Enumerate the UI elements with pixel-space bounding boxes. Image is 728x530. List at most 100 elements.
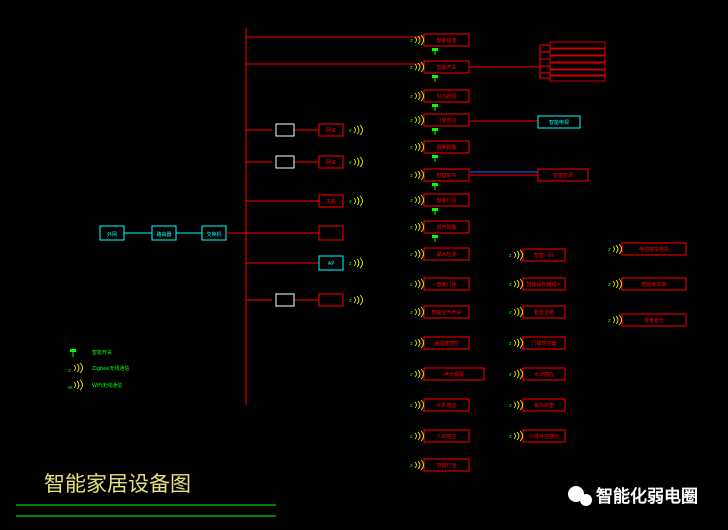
zigbee-icon: z: [608, 243, 622, 255]
column-a-box: [423, 60, 470, 74]
zigbee-icon: z: [410, 141, 424, 153]
zigbee-icon: z: [410, 368, 424, 380]
device-label: 智能窗帘: [436, 172, 456, 179]
zigbee-waves: [414, 430, 424, 442]
zigbee-letter: z: [349, 261, 352, 267]
device-label: 智能空气开关: [431, 309, 461, 316]
zigbee-icon: z: [509, 306, 523, 318]
ap-box: [318, 255, 344, 271]
zigbee-letter: z: [509, 253, 512, 259]
column-a-box: [423, 220, 470, 234]
zigbee-waves: [414, 368, 424, 380]
device-label: 智能开关: [436, 64, 456, 71]
zigbee-waves: [414, 114, 424, 126]
zigbee-letter: z: [349, 199, 352, 205]
zigbee-waves: [414, 34, 424, 46]
zigbee-icon: z: [349, 294, 363, 306]
plug-head: [432, 75, 438, 78]
zigbee-icon: z: [410, 399, 424, 411]
zigbee-waves: [414, 194, 424, 206]
column-a-box: [423, 429, 470, 443]
column-a-box: [423, 113, 470, 127]
zigbee-letter: z: [410, 198, 413, 204]
zigbee-icon: z: [509, 249, 523, 261]
sub-device-box: [549, 69, 606, 77]
zigbee-waves: [513, 337, 523, 349]
device-label: 智能插座: [436, 37, 456, 44]
zigbee-letter: z: [410, 173, 413, 179]
plug-icon: [432, 104, 438, 111]
zigbee-icon: z: [410, 306, 424, 318]
zigbee-waves: [414, 90, 424, 102]
zigbee-letter: z: [509, 341, 512, 347]
device-label: 智能门锁: [436, 281, 456, 288]
device-label: 水浸感应: [534, 371, 554, 378]
gateway-box: [318, 123, 344, 137]
plug-icon: [432, 183, 438, 190]
device-label: 门窗感应: [436, 117, 456, 124]
zigbee-letter: z: [349, 128, 352, 134]
zigbee-waves: [414, 221, 424, 233]
column-a-box: [423, 33, 470, 47]
zigbee-waves: [353, 257, 363, 269]
column-b-box: [522, 277, 566, 291]
zigbee-letter: z: [410, 310, 413, 316]
boxes: 智能插座智能开关SOS按钮门窗感应烟雾报警智能窗帘智能灯具燃气报警漏水检测智能门…: [275, 33, 687, 472]
gateway-panel: [275, 123, 295, 137]
network-chain: 外网 路由器 交换机: [99, 225, 246, 241]
zigbee-letter: z: [349, 160, 352, 166]
zigbee-icon: z: [410, 278, 424, 290]
zigbee-icon: z: [410, 169, 424, 181]
column-b-box: [522, 248, 566, 262]
plug-icon: [432, 235, 438, 242]
device-label: AP: [328, 261, 334, 267]
zigbee-waves: [513, 430, 523, 442]
legend: 智能开关 z Zigbee无线通信 w WiFi无线通信: [68, 349, 129, 391]
zigbee-icon: z: [349, 195, 363, 207]
plug-icon: [432, 208, 438, 215]
plug-head: [432, 208, 438, 211]
device-label: 人体感应: [436, 433, 456, 440]
zigbee-letter: z: [410, 225, 413, 231]
column-a-box: [423, 277, 470, 291]
zigbee-letter: z: [509, 310, 512, 316]
device-label: SOS按钮: [436, 93, 456, 100]
sub-device-box: [549, 74, 606, 82]
zigbee-waves: [414, 459, 424, 471]
column-b-box: [522, 398, 566, 412]
plug-icon: [432, 155, 438, 162]
zigbee-letter: z: [410, 403, 413, 409]
column-a-box: [423, 168, 470, 182]
zigbee-waves: [513, 278, 523, 290]
legend-label-wifi: WiFi无线通信: [92, 382, 122, 389]
zigbee-letter: z: [410, 118, 413, 124]
watermark: 智能化弱电圈: [568, 486, 698, 507]
wires: [245, 28, 550, 405]
zigbee-icon: z: [349, 156, 363, 168]
side-box-tv: [537, 115, 581, 129]
zigbee-icon: z: [410, 459, 424, 471]
plug-head: [432, 48, 438, 51]
zigbee-icon: z: [410, 194, 424, 206]
zigbee-letter: z: [509, 434, 512, 440]
zigbee-icon: z: [410, 248, 424, 260]
zigbee-waves: [414, 306, 424, 318]
device-label: 温湿度感应: [434, 340, 459, 347]
chain-label-router: 路由器: [156, 231, 171, 238]
zigbee-waves: [414, 248, 424, 260]
plug-head: [432, 155, 438, 158]
device-label: 声光报警: [444, 371, 464, 378]
device-label: 红外感应: [436, 402, 456, 409]
zigbee-icon: z: [608, 314, 622, 326]
column-a-box: [423, 247, 470, 261]
zigbee-waves: [353, 195, 363, 207]
drawing-title: 智能家居设备图: [44, 472, 191, 496]
sub-device-box: [549, 48, 606, 56]
zigbee-waves: [612, 314, 622, 326]
zigbee-waves: [414, 169, 424, 181]
zigbee-letter: z: [608, 318, 611, 324]
zigbee-icon: z: [410, 34, 424, 46]
zigbee-icon: z: [509, 430, 523, 442]
device-label: 智能音箱: [534, 309, 554, 316]
